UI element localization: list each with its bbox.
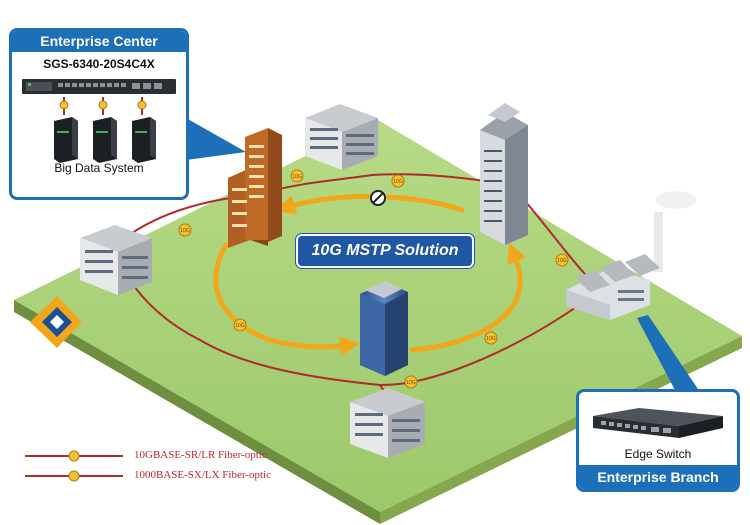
brand-logo [30, 296, 82, 348]
factory-building [566, 191, 696, 320]
edge-switch-caption: Edge Switch [624, 447, 692, 461]
link-badge: 10G [178, 223, 192, 237]
link-badge: 10G [484, 331, 498, 345]
link-badge: 10G [391, 174, 405, 188]
edge-switch-icon [593, 408, 723, 438]
big-data-caption: Big Data System [54, 161, 144, 175]
glass-tower [360, 281, 408, 376]
server-links-icon [54, 97, 156, 163]
svg-text:10G: 10G [557, 258, 567, 264]
link-badge: 10G [404, 375, 418, 389]
svg-text:10G: 10G [235, 323, 245, 329]
svg-text:10G: 10G [406, 380, 416, 386]
arrow-left [213, 242, 360, 357]
svg-text:10G: 10G [292, 174, 302, 180]
legend-lines [25, 450, 123, 482]
office-building-top [305, 104, 378, 170]
office-building-bottom [350, 388, 425, 458]
solution-label: 10G MSTP Solution [296, 234, 474, 268]
legend-10g-label: 10GBASE-SR/LR Fiber-optic [134, 449, 267, 461]
branch-callout-pointer [637, 315, 700, 392]
core-switch-icon [22, 79, 176, 94]
skyscraper [480, 103, 528, 245]
enterprise-center-title: Enterprise Center [12, 31, 186, 52]
office-building-left [80, 225, 152, 295]
enterprise-center-building [228, 128, 282, 248]
arrow-bottom-right [409, 242, 526, 353]
link-badge: 10G [555, 253, 569, 267]
svg-text:10G: 10G [180, 228, 190, 234]
enterprise-center-callout: Enterprise Center SGS-6340-20S4C4X [9, 28, 189, 200]
legend-1g-label: 1000BASE-SX/LX Fiber-optic [134, 469, 271, 481]
blocked-port-icon [370, 190, 386, 206]
svg-text:10G: 10G [486, 336, 496, 342]
link-badge: 10G [290, 169, 304, 183]
center-callout-pointer [186, 118, 246, 160]
enterprise-branch-title: Enterprise Branch [579, 465, 737, 489]
svg-text:10G: 10G [393, 179, 403, 185]
link-badges: 10G 10G 10G 10G 10G 10G 10G [178, 169, 569, 389]
link-badge: 10G [233, 318, 247, 332]
enterprise-branch-callout: Edge Switch Enterprise Branch [576, 389, 740, 492]
switch-model-label: SGS-6340-20S4C4X [43, 57, 155, 71]
